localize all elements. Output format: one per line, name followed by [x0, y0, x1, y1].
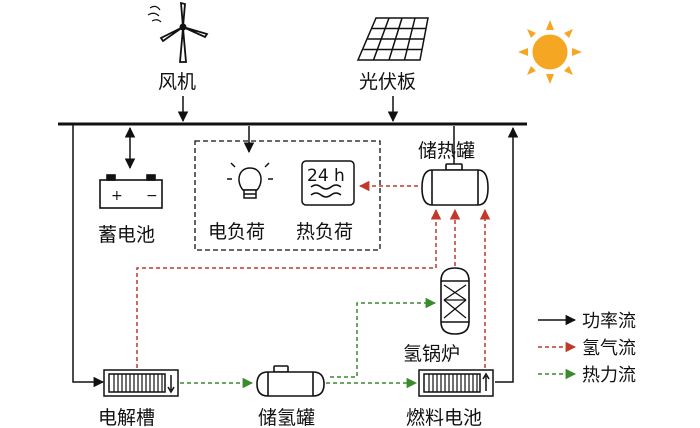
heater-icon [301, 160, 355, 206]
hydrogen-tank-icon [256, 365, 325, 397]
legend-hydrogen-label: 氢气流 [582, 338, 636, 359]
light-bulb-icon [227, 162, 273, 199]
wind-label: 风机 [158, 71, 196, 93]
h2-storage-label: 储氢罐 [258, 407, 315, 428]
electrolyzer-heat-arrow [136, 208, 442, 368]
heat-tank-icon [421, 163, 489, 206]
bus-to-electrolyzer-arrow [72, 124, 105, 388]
fuel-cell-label: 燃料电池 [406, 407, 482, 428]
legend-heat-label: 热力流 [582, 365, 636, 386]
elec-load-label: 电负荷 [208, 221, 265, 243]
heat-storage-label: 储热罐 [418, 140, 475, 162]
boiler-label: 氢锅炉 [403, 343, 460, 365]
battery-plus: + [111, 188, 123, 204]
fuel-cell-to-bus-arrow [495, 126, 519, 383]
wind-turbine-icon [147, 1, 209, 63]
battery-label: 蓄电池 [98, 224, 155, 246]
legend: 功率流 氢气流 热力流 [538, 311, 636, 386]
sun-icon [518, 20, 582, 84]
fuel-cell-icon [418, 369, 494, 397]
battery-minus: − [146, 188, 158, 204]
heat-load-label: 热负荷 [296, 221, 353, 243]
pv-label: 光伏板 [359, 71, 416, 93]
heater-text: 24 h [307, 166, 345, 186]
electrolyzer-icon [103, 369, 179, 397]
legend-power-label: 功率流 [582, 311, 636, 332]
solar-panel-icon [356, 17, 429, 61]
electrolyzer-label: 电解槽 [98, 407, 155, 428]
hydrogen-boiler-icon [440, 267, 470, 335]
h2-tank-to-boiler-arrow [330, 297, 437, 378]
load-group-box [194, 140, 381, 251]
battery-icon [99, 174, 163, 209]
